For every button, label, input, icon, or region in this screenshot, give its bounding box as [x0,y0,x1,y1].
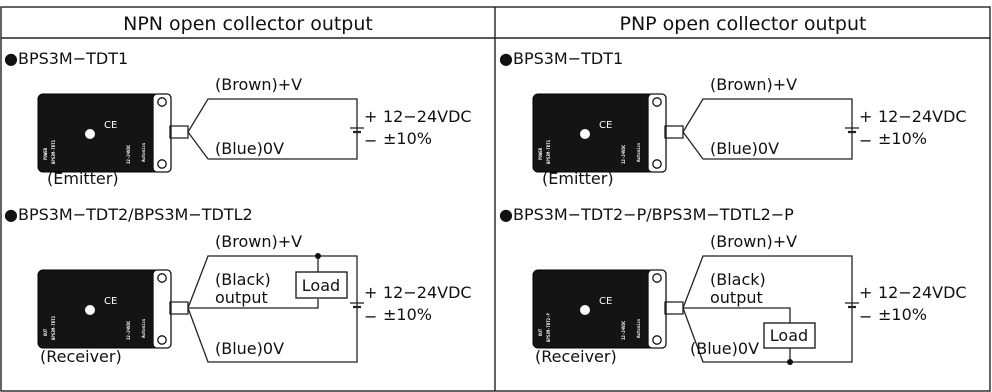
npn-receiver-plus: + [364,283,377,302]
npn-receiver-tolerance: ±10% [383,305,432,324]
npn-emitter-tolerance: ±10% [383,129,432,148]
svg-text:Autonics: Autonics [636,318,641,338]
npn-emitter-plus: + [364,107,377,126]
pnp-emitter-brown-label: (Brown)+V [710,75,797,94]
lens-dot-icon [580,305,590,315]
pnp-receiver-blue-label: (Blue)0V [690,339,759,358]
svg-text:OUT: OUT [43,328,48,336]
pnp-receiver-wiring [682,255,853,365]
pnp-receiver-section: ●BPS3M−TDT2−P/BPS3M−TDTL2−P OUT BPS3M-TD… [499,205,967,366]
npn-emitter-power-source [350,127,364,134]
npn-receiver-minus: − [364,307,377,326]
pnp-emitter-tolerance: ±10% [878,129,927,148]
npn-load-box [295,271,348,299]
pnp-header: PNP open collector output [620,13,867,35]
pnp-emitter-power-source [845,127,859,134]
npn-emitter-section: ●BPS3M−TDT1 POWER BPS3M-TDT1 12-24VDC Au… [4,49,472,188]
npn-emitter-sensor: POWER BPS3M-TDT1 12-24VDC Autonics CE [37,93,172,173]
cable-gland [169,125,189,139]
svg-text:POWER: POWER [538,147,543,160]
npn-receiver-voltage: 12−24VDC [383,283,472,302]
npn-emitter-wiring [187,98,358,160]
pnp-receiver-role: (Receiver) [535,347,617,366]
pnp-emitter-blue-label: (Blue)0V [710,139,779,158]
pnp-emitter-sensor: POWER BPS3M-TDT1 12-24VDC Autonics CE [532,93,667,173]
svg-text:OUT: OUT [538,328,543,336]
pnp-load-box [763,322,816,349]
ce-mark-icon: CE [104,120,117,131]
npn-emitter-brown-label: (Brown)+V [215,75,302,94]
svg-text:12-24VDC: 12-24VDC [621,144,626,164]
svg-text:12-24VDC: 12-24VDC [126,320,131,340]
svg-text:Autonics: Autonics [141,142,146,162]
pnp-receiver-tolerance: ±10% [878,305,927,324]
cable-gland [664,301,684,315]
pnp-emitter-section: ●BPS3M−TDT1 POWER BPS3M-TDT1 12-24VDC Au… [499,49,967,188]
pnp-emitter-role: (Emitter) [542,169,614,188]
npn-receiver-black-label: (Black) [215,270,271,289]
pnp-emitter-plus: + [859,107,872,126]
lens-dot-icon [580,129,590,139]
svg-text:BPS3M-TDT1: BPS3M-TDT1 [546,139,551,164]
pnp-emitter-minus: − [859,131,872,150]
svg-text:BPS3M-TDT1: BPS3M-TDT1 [51,139,56,164]
npn-receiver-blue-label: (Blue)0V [215,339,284,358]
pnp-receiver-voltage: 12−24VDC [878,283,967,302]
npn-receiver-sensor: OUT BPS3M-TDT2 12-24VDC Autonics CE [37,269,172,349]
svg-text:POWER: POWER [43,147,48,160]
npn-receiver-model: ●BPS3M−TDT2/BPS3M−TDTL2 [4,205,253,224]
cable-gland [664,125,684,139]
ce-mark-icon: CE [104,296,117,307]
lens-dot-icon [85,305,95,315]
npn-receiver-section: ●BPS3M−TDT2/BPS3M−TDTL2 OUT BPS3M-TDT2 1… [4,205,472,366]
svg-text:12-24VDC: 12-24VDC [621,320,626,340]
npn-emitter-role: (Emitter) [47,169,119,188]
npn-receiver-role: (Receiver) [40,347,122,366]
pnp-emitter-model: ●BPS3M−TDT1 [499,49,623,68]
ce-mark-icon: CE [599,120,612,131]
npn-emitter-model: ●BPS3M−TDT1 [4,49,128,68]
pnp-receiver-sensor: OUT BPS3M-TDT2-P 12-24VDC Autonics CE [532,269,667,349]
pnp-emitter-voltage: 12−24VDC [878,107,967,126]
npn-receiver-brown-label: (Brown)+V [215,232,302,251]
pnp-receiver-output-label: output [710,288,763,307]
cable-gland [169,301,189,315]
svg-text:Autonics: Autonics [141,318,146,338]
pnp-receiver-model: ●BPS3M−TDT2−P/BPS3M−TDTL2−P [499,205,794,224]
npn-emitter-minus: − [364,131,377,150]
pnp-emitter-wiring [682,98,853,160]
npn-receiver-wiring [187,253,358,363]
npn-load-label: Load [302,276,340,295]
pnp-load-label: Load [770,326,808,345]
pnp-receiver-plus: + [859,283,872,302]
npn-receiver-output-label: output [215,288,268,307]
pnp-receiver-black-label: (Black) [710,270,766,289]
npn-emitter-voltage: 12−24VDC [383,107,472,126]
ce-mark-icon: CE [599,296,612,307]
npn-emitter-blue-label: (Blue)0V [215,139,284,158]
pnp-receiver-brown-label: (Brown)+V [710,232,797,251]
svg-text:BPS3M-TDT2: BPS3M-TDT2 [51,315,56,340]
pnp-receiver-minus: − [859,307,872,326]
npn-header: NPN open collector output [123,13,373,35]
svg-text:12-24VDC: 12-24VDC [126,144,131,164]
npn-receiver-power-source [350,302,364,309]
svg-text:BPS3M-TDT2-P: BPS3M-TDT2-P [546,313,551,342]
lens-dot-icon [85,129,95,139]
pnp-receiver-power-source [845,302,859,309]
svg-text:Autonics: Autonics [636,142,641,162]
